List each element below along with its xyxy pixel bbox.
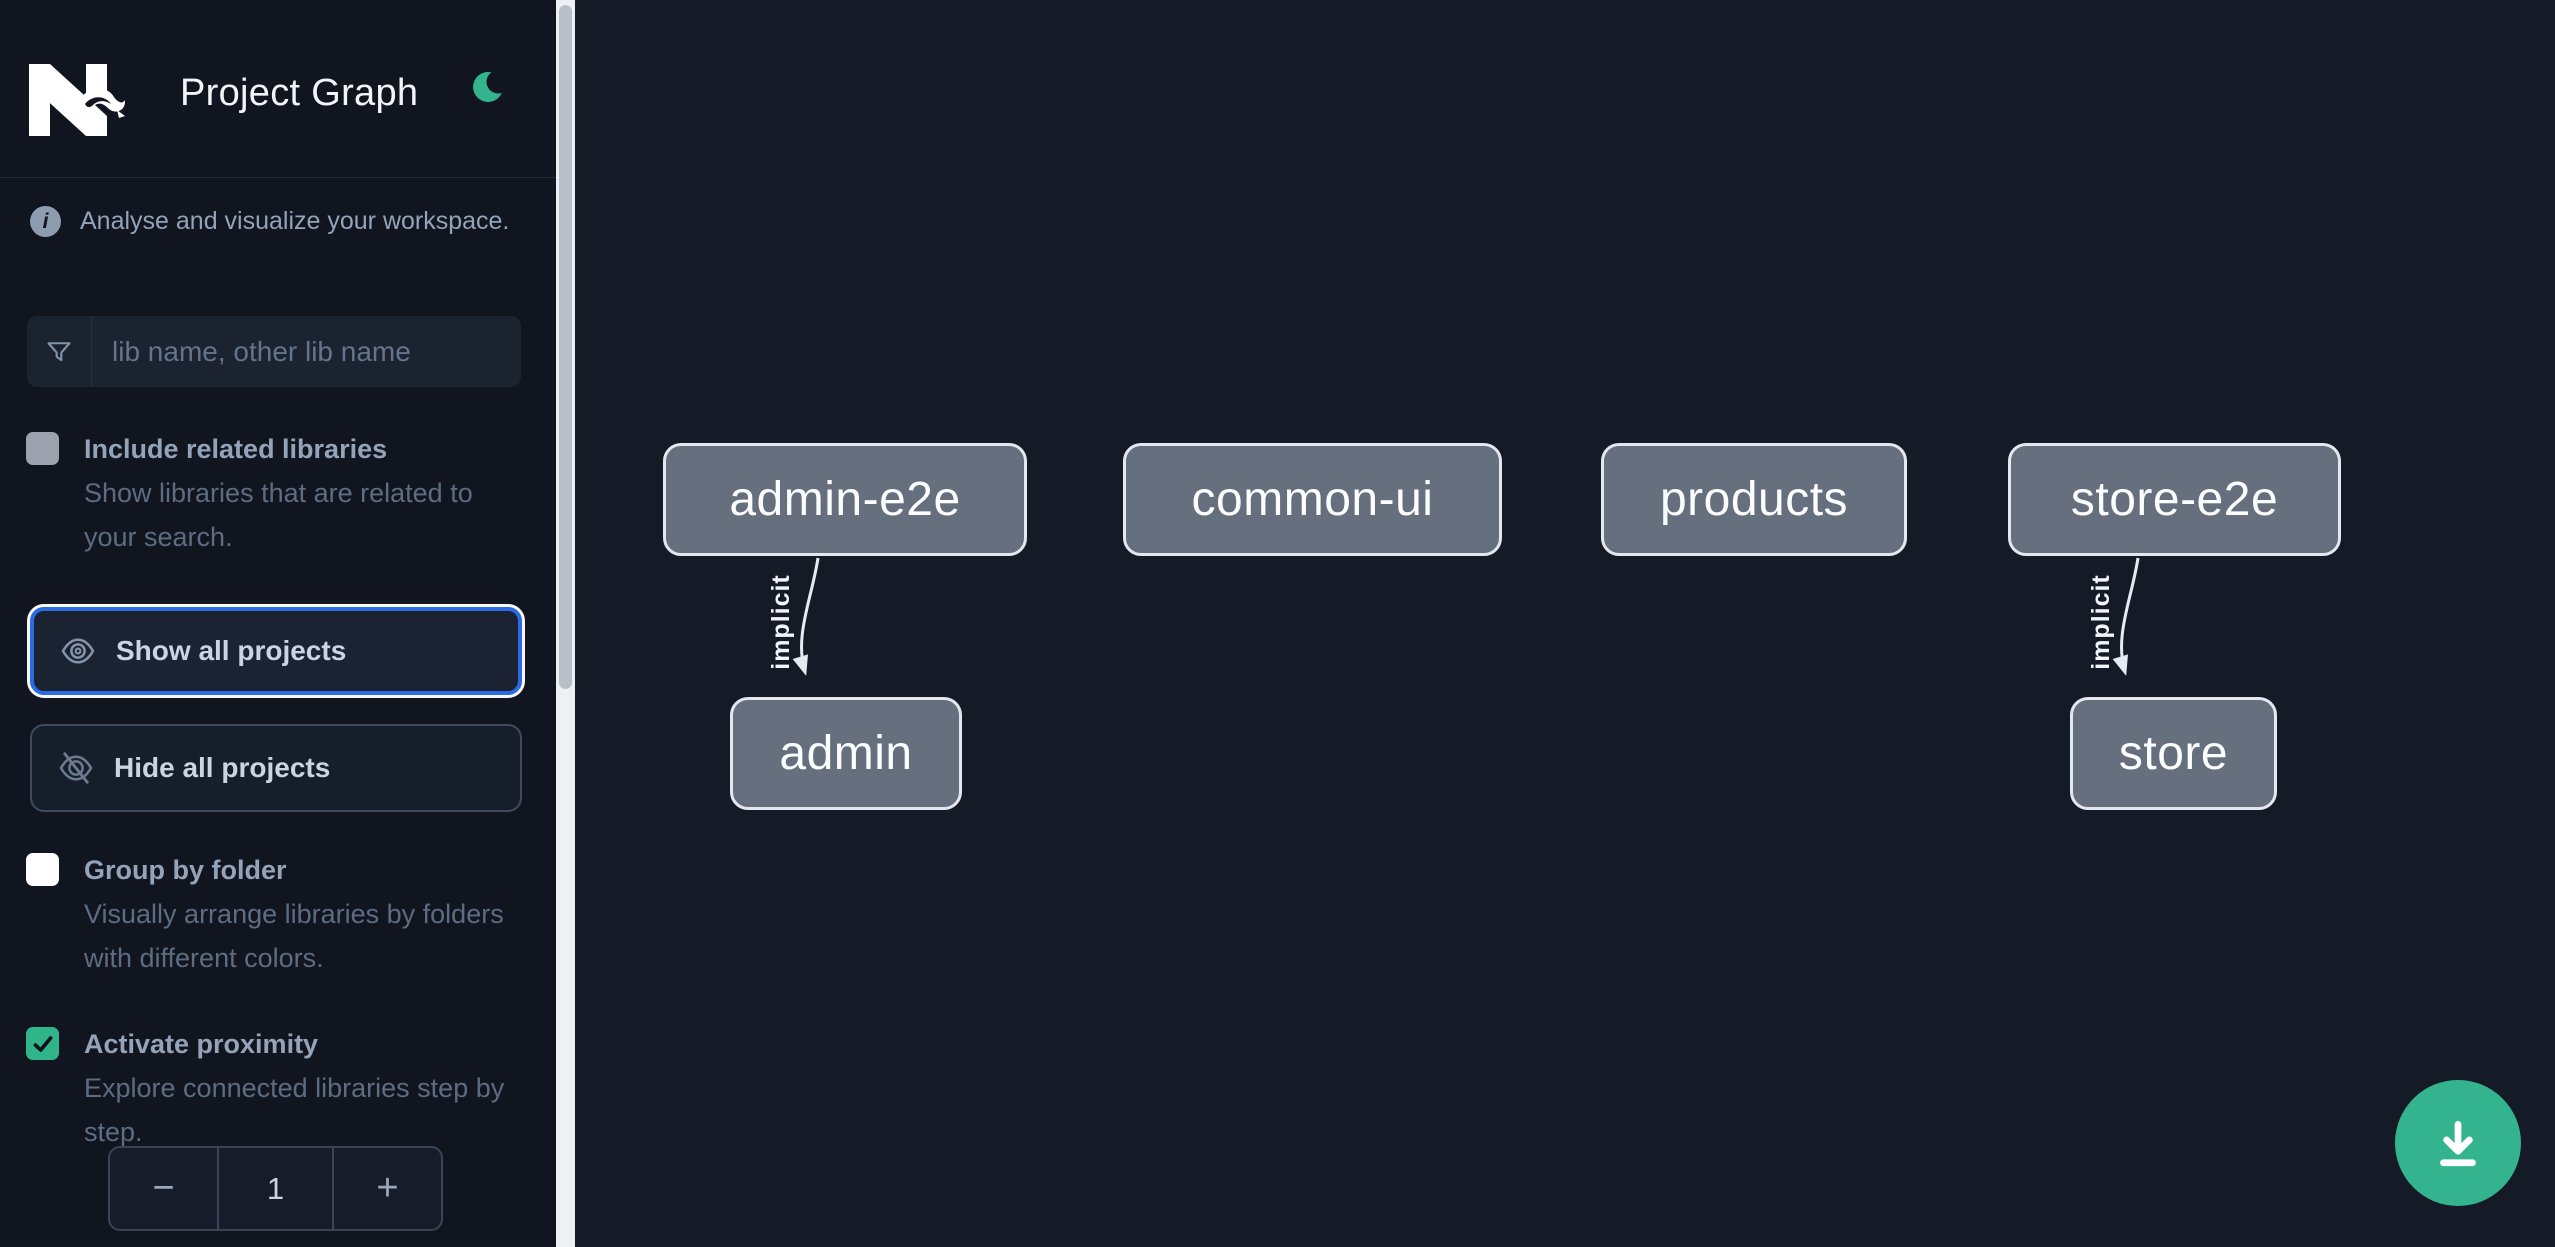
info-icon: i [30, 206, 61, 237]
option-activate-proximity: Activate proximity Explore connected lib… [26, 1025, 526, 1154]
option-description: Explore connected libraries step by step… [84, 1073, 505, 1147]
download-fab[interactable] [2395, 1080, 2521, 1206]
stepper-value[interactable]: 1 [217, 1148, 334, 1229]
option-include-related: Include related libraries Show libraries… [26, 430, 526, 559]
checkbox-activate-proximity[interactable] [26, 1027, 59, 1060]
search-input[interactable] [92, 316, 521, 387]
eye-icon [61, 638, 95, 664]
graph-edges: implicit implicit [764, 557, 2140, 676]
filter-input-group [27, 316, 521, 387]
graph-node-products[interactable]: products [1601, 443, 1907, 556]
edge-admin-e2e-admin [792, 557, 820, 676]
tagline: Analyse and visualize your workspace. [80, 207, 510, 235]
graph-node-store[interactable]: store [2070, 697, 2277, 810]
nx-logo [29, 64, 125, 136]
graph-node-admin[interactable]: admin [730, 697, 962, 810]
graph-canvas[interactable]: implicit implicit admin-e2e common-ui pr… [575, 0, 2555, 1247]
decrement-button[interactable]: − [110, 1148, 217, 1229]
edge-store-e2e-store [2112, 557, 2140, 676]
check-icon [33, 1035, 52, 1052]
checkbox-include-related[interactable] [26, 432, 59, 465]
sidebar-scrollbar-thumb[interactable] [559, 5, 572, 689]
show-all-projects-button[interactable]: Show all projects [27, 604, 525, 698]
edge-label: implicit [2087, 574, 2115, 670]
sidebar-scrollbar-track [556, 0, 575, 1247]
graph-node-admin-e2e[interactable]: admin-e2e [663, 443, 1027, 556]
option-title: Include related libraries [84, 434, 388, 464]
workspace-info-row: i Analyse and visualize your workspace. [30, 206, 509, 237]
show-all-projects-label: Show all projects [116, 635, 347, 666]
graph-node-store-e2e[interactable]: store-e2e [2008, 443, 2341, 556]
funnel-icon [27, 316, 92, 387]
hide-all-projects-label: Hide all projects [114, 752, 331, 783]
edge-label: implicit [767, 574, 795, 670]
checkbox-group-by-folder[interactable] [26, 853, 59, 886]
option-description: Show libraries that are related to your … [84, 478, 473, 552]
page-title: Project Graph [180, 72, 419, 114]
header-divider [0, 177, 556, 178]
increment-button[interactable]: + [334, 1148, 441, 1229]
option-title: Group by folder [84, 855, 287, 885]
sidebar: Project Graph i Analyse and visualize yo… [0, 0, 556, 1247]
option-group-by-folder: Group by folder Visually arrange librari… [26, 851, 526, 980]
graph-node-common-ui[interactable]: common-ui [1123, 443, 1502, 556]
option-title: Activate proximity [84, 1029, 319, 1059]
download-icon [2440, 1120, 2476, 1167]
eye-off-icon [59, 752, 93, 784]
moon-icon[interactable] [466, 66, 510, 110]
proximity-stepper: − 1 + [108, 1146, 443, 1231]
option-description: Visually arrange libraries by folders wi… [84, 899, 504, 973]
hide-all-projects-button[interactable]: Hide all projects [30, 724, 522, 812]
moon-glyph [473, 71, 502, 102]
